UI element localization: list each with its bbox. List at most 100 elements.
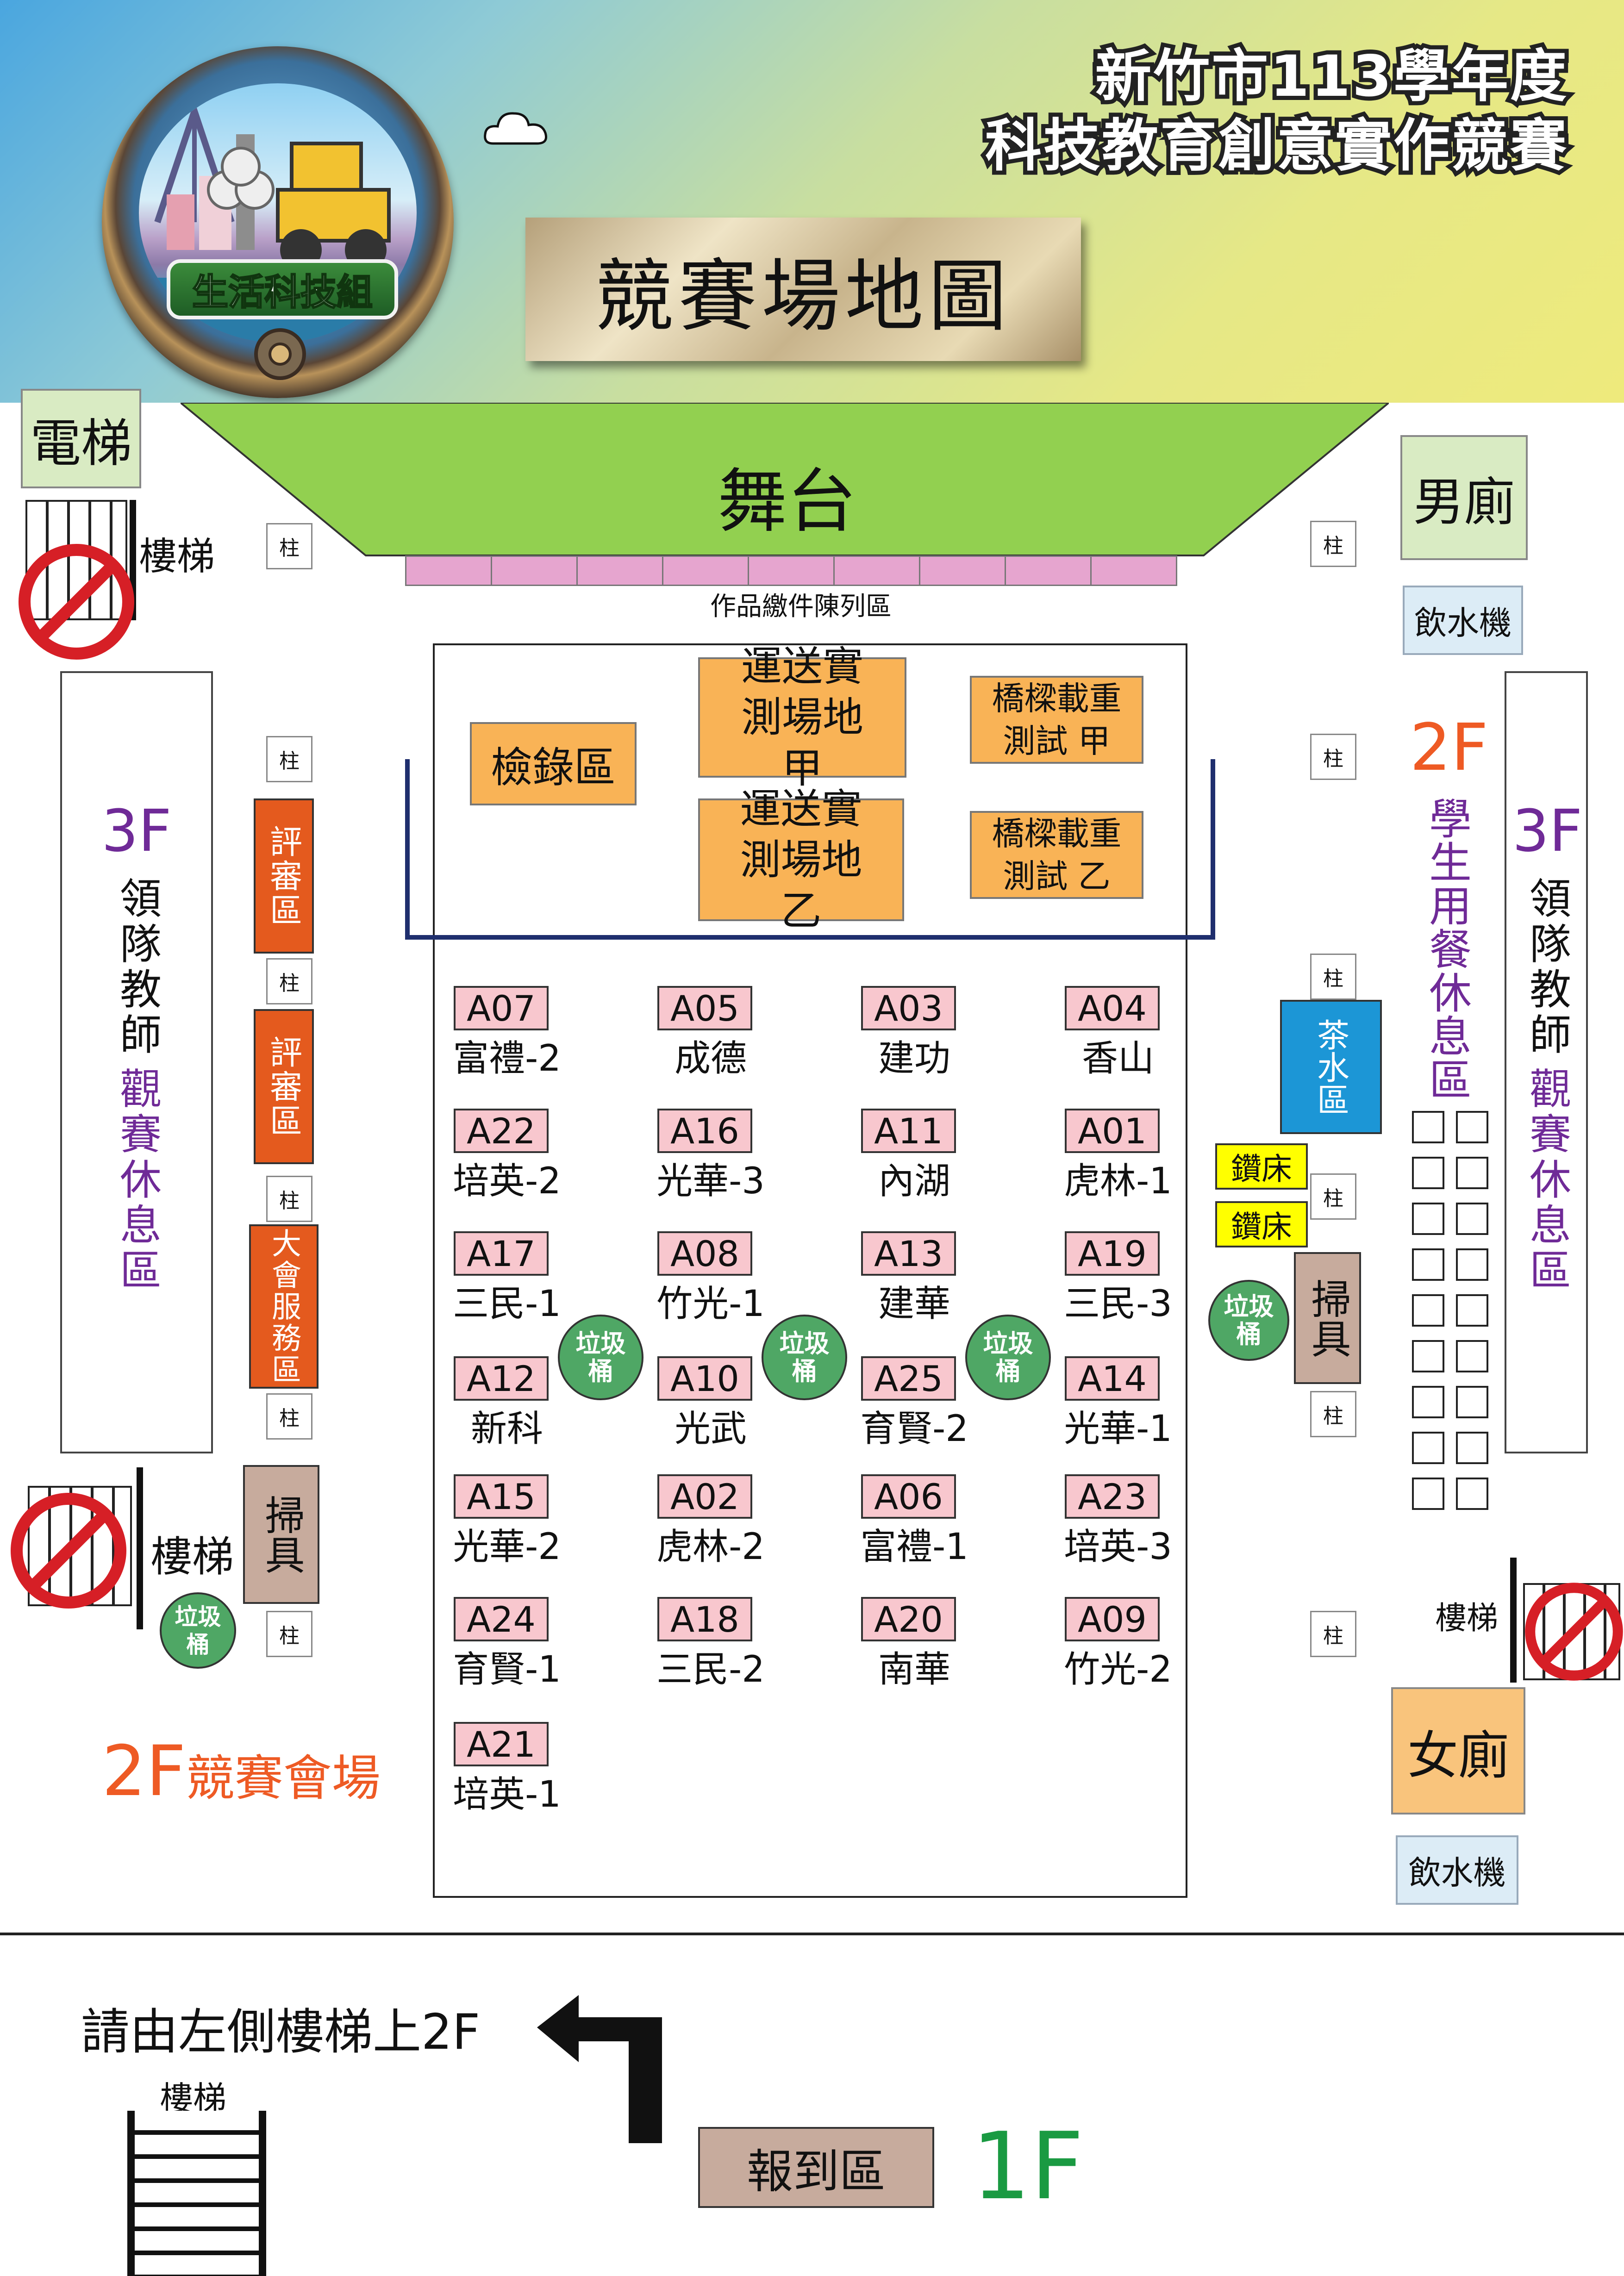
seat xyxy=(1412,1203,1444,1235)
booth-name: 培英-1 xyxy=(453,1774,561,1815)
stairs-left-label: 樓梯 xyxy=(150,1533,234,1581)
seat xyxy=(1456,1248,1488,1281)
broom-left: 掃具 xyxy=(243,1465,319,1604)
seat xyxy=(1456,1340,1488,1372)
pillar-l3: 柱 xyxy=(266,958,312,1004)
trash-bin-c3: 垃圾桶 xyxy=(965,1315,1051,1400)
trash-bin-left: 垃圾桶 xyxy=(160,1592,236,1669)
pillar-l1: 柱 xyxy=(266,523,312,569)
map-title: 競賽場地圖 xyxy=(525,218,1081,361)
booth-code: A02 xyxy=(657,1474,752,1519)
male-restroom: 男廁 xyxy=(1400,435,1528,560)
booth-name: 三民-1 xyxy=(453,1283,561,1325)
broom-right: 掃具 xyxy=(1294,1252,1361,1384)
left-lounge-floor: 3F xyxy=(101,797,172,865)
elevator: 電梯 xyxy=(21,389,141,488)
trash-bin-right-label: 垃圾桶 xyxy=(1224,1291,1274,1349)
booth-code: A07 xyxy=(454,986,549,1030)
student-lounge-label: 學生用餐休息區 xyxy=(1422,797,1472,1101)
booth-code: A12 xyxy=(454,1356,549,1401)
right-lounge-title: 領隊教師 xyxy=(1522,877,1571,1058)
transport-test-a: 運送實測場地甲 xyxy=(698,642,906,792)
booth-name: 南華 xyxy=(878,1649,950,1690)
seat xyxy=(1412,1432,1444,1464)
female-restroom: 女廁 xyxy=(1391,1687,1525,1815)
booth-code: A17 xyxy=(454,1231,549,1276)
booth-code: A23 xyxy=(1065,1474,1160,1519)
judging-area-2: 評審區 xyxy=(254,1009,314,1164)
booth-code: A05 xyxy=(657,986,752,1030)
seat xyxy=(1412,1340,1444,1372)
booth-name: 富禮-2 xyxy=(453,1038,561,1079)
venue-name: 競賽會場 xyxy=(186,1750,381,1807)
booth-name: 育賢-1 xyxy=(453,1649,561,1690)
booth-name: 光華-1 xyxy=(1064,1408,1172,1450)
tea-area: 茶水區 xyxy=(1280,1000,1382,1134)
water-fountain-bottom: 飲水機 xyxy=(1396,1835,1518,1905)
seat xyxy=(1456,1432,1488,1464)
no-entry-left-icon xyxy=(11,1493,126,1609)
seat xyxy=(1456,1294,1488,1327)
competition-title-line1: 新竹市113學年度 xyxy=(1091,39,1571,113)
booth-code: A09 xyxy=(1065,1597,1160,1641)
booth-code: A13 xyxy=(861,1231,956,1276)
booth-name: 培英-3 xyxy=(1064,1526,1172,1568)
service-area: 大會服務區 xyxy=(249,1224,319,1389)
booth-code: A08 xyxy=(657,1231,752,1276)
left-lounge-box xyxy=(60,671,213,1453)
stairs-right-rail xyxy=(1510,1558,1517,1683)
seat xyxy=(1412,1157,1444,1189)
display-strip xyxy=(405,555,1177,586)
booth-name: 光華-2 xyxy=(453,1526,561,1568)
trash-bin-c2: 垃圾桶 xyxy=(762,1315,847,1400)
trash-bin-c1-label: 垃圾桶 xyxy=(575,1328,626,1386)
booth-name: 新科 xyxy=(470,1408,543,1450)
stage-label: 舞台 xyxy=(717,461,856,542)
right-lounge-box xyxy=(1505,671,1588,1453)
stairs-top-left-label: 樓梯 xyxy=(139,535,215,579)
booth-name: 光華-3 xyxy=(656,1160,765,1202)
booth-code: A11 xyxy=(861,1109,956,1153)
pillar-r3: 柱 xyxy=(1310,954,1356,1000)
booth-code: A03 xyxy=(861,986,956,1030)
booth-code: A19 xyxy=(1065,1231,1160,1276)
booth-code: A18 xyxy=(657,1597,752,1641)
booth-name: 三民-2 xyxy=(656,1649,765,1690)
pillar-l2: 柱 xyxy=(266,736,312,782)
seat xyxy=(1456,1111,1488,1143)
gear-icon xyxy=(254,328,306,380)
booth-name: 三民-3 xyxy=(1064,1283,1172,1325)
competition-zone xyxy=(433,643,1187,1898)
arrow-up-left-icon xyxy=(537,1995,662,2143)
seat xyxy=(1456,1157,1488,1189)
transport-test-b: 運送實測場地乙 xyxy=(698,785,904,935)
booth-name: 培英-2 xyxy=(453,1160,561,1202)
booth-name: 建功 xyxy=(878,1038,950,1079)
booth-name: 建華 xyxy=(878,1283,950,1325)
booth-code: A01 xyxy=(1065,1109,1160,1153)
pillar-r5: 柱 xyxy=(1310,1391,1356,1437)
floor-divider xyxy=(0,1933,1624,1935)
booth-code: A22 xyxy=(454,1109,549,1153)
booth-name: 香山 xyxy=(1081,1038,1154,1079)
logo-label: 生活科技組 xyxy=(167,259,398,319)
water-fountain-top: 飲水機 xyxy=(1403,586,1523,655)
drill-press-1: 鑽床 xyxy=(1215,1143,1308,1190)
seat xyxy=(1412,1386,1444,1418)
bridge-test-a: 橋樑載重測試 甲 xyxy=(970,676,1143,764)
booth-name: 虎林-1 xyxy=(1064,1160,1172,1202)
seat xyxy=(1412,1294,1444,1327)
pillar-r2: 柱 xyxy=(1310,734,1356,780)
booth-name: 竹光-1 xyxy=(656,1283,765,1325)
booth-name: 內湖 xyxy=(878,1160,950,1202)
right-lounge-subtitle: 觀賽休息區 xyxy=(1522,1067,1571,1294)
pillar-r6: 柱 xyxy=(1310,1611,1356,1657)
booth-code: A16 xyxy=(657,1109,752,1153)
testing-zone-boundary xyxy=(405,759,1215,940)
trash-bin-right: 垃圾桶 xyxy=(1208,1280,1289,1361)
booth-code: A14 xyxy=(1065,1356,1160,1401)
trash-bin-left-label: 垃圾桶 xyxy=(175,1603,221,1658)
competition-title: 新竹市113學年度 科技教育創意實作競賽 xyxy=(981,39,1571,183)
booth-name: 成德 xyxy=(674,1038,747,1079)
pillar-l6: 柱 xyxy=(266,1611,312,1657)
